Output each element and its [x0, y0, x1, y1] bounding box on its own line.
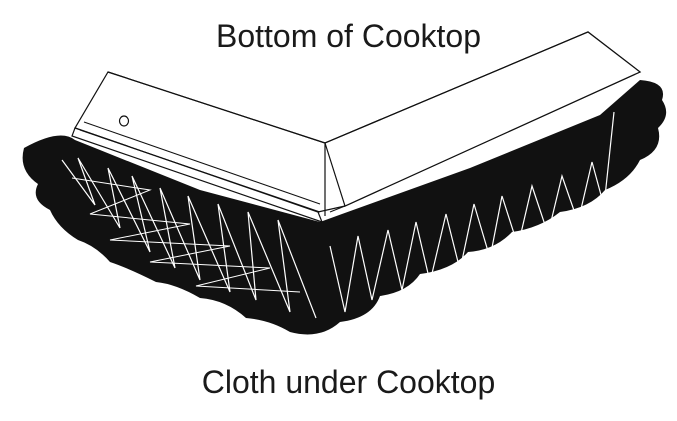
cooktop-edge-top: [107, 71, 326, 144]
cooktop-label: Bottom of Cooktop: [215, 18, 482, 54]
cooktop-edge-right: [324, 31, 589, 144]
cooktop-trim-line-1: [83, 121, 321, 205]
cloth-texture-right: [329, 111, 615, 313]
cloth-shape: [22, 80, 667, 335]
cloth-label: Cloth under Cooktop: [201, 364, 496, 400]
screw-hole: [118, 115, 130, 127]
cloth-texture-left-2: [71, 177, 301, 293]
cooktop-trim-line-2: [79, 129, 321, 213]
cooktop-trim-line-3: [329, 205, 346, 213]
